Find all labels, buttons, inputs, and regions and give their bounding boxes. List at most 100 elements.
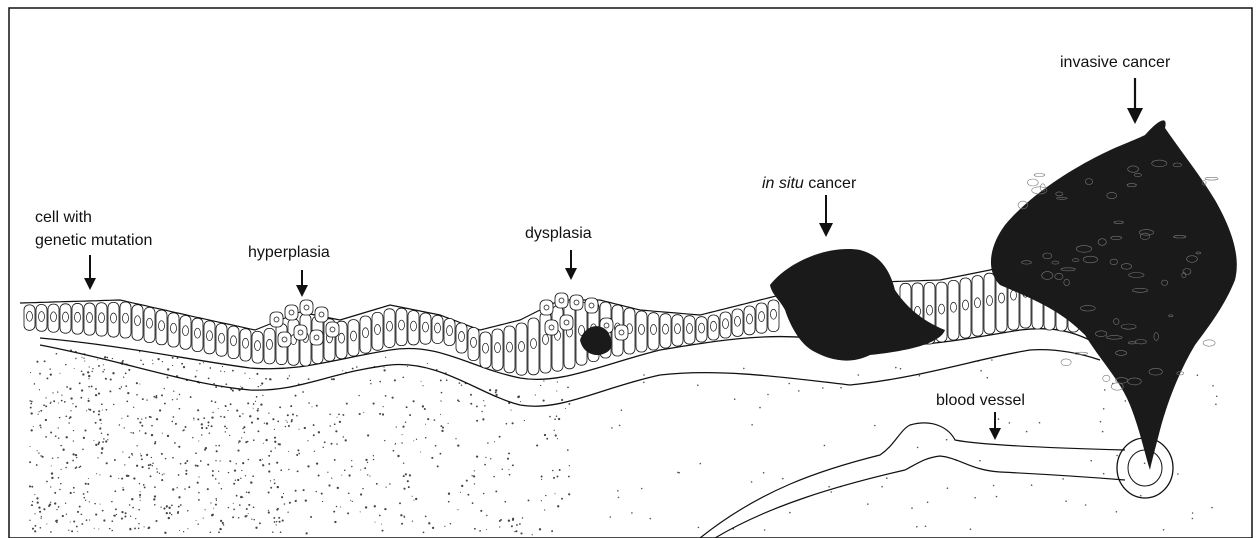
stipple-dot: [204, 509, 205, 510]
stipple-dot: [88, 400, 90, 402]
arrow-hyperplasia: [296, 270, 308, 297]
stipple-dot: [363, 412, 364, 413]
epithelial-cell: [468, 328, 479, 361]
stipple-dot: [62, 449, 64, 451]
epithelial-cell: [264, 328, 275, 363]
stipple-dot: [106, 462, 108, 464]
stipple-dot: [36, 361, 38, 363]
stipple-dot: [240, 386, 241, 387]
stipple-dot: [244, 373, 245, 374]
stipple-dot: [122, 487, 123, 488]
stipple-dot: [541, 500, 542, 501]
stipple-dot: [156, 468, 157, 469]
stipple-dot: [119, 388, 120, 389]
stipple-dot: [373, 403, 375, 405]
stipple-dot: [238, 442, 239, 443]
stipple-dot: [138, 509, 140, 511]
stipple-dot: [39, 511, 41, 513]
stipple-dot: [213, 508, 214, 509]
stipple-dot: [274, 441, 276, 443]
stipple-dot: [95, 388, 97, 390]
stipple-dot: [43, 404, 45, 406]
stipple-dot: [287, 421, 288, 422]
stipple-dot: [50, 374, 52, 376]
stipple-dot: [1212, 385, 1214, 387]
stipple-dot: [179, 446, 180, 447]
stipple-dot: [111, 530, 113, 532]
epithelial-cell: [432, 315, 443, 343]
stipple-dot: [106, 357, 108, 359]
stipple-dot: [285, 426, 286, 427]
stipple-dot: [163, 473, 164, 474]
stipple-dot: [486, 529, 487, 530]
stipple-dot: [172, 457, 174, 459]
stipple-dot: [340, 506, 341, 507]
stipple-dot: [549, 416, 551, 418]
stipple-dot: [37, 414, 38, 415]
stipple-dot: [925, 526, 927, 528]
stipple-dot: [242, 428, 243, 429]
stipple-dot: [195, 452, 197, 454]
stipple-dot: [333, 511, 335, 513]
stipple-dot: [927, 501, 929, 503]
stipple-dot: [240, 496, 242, 498]
stipple-dot: [77, 511, 79, 513]
stipple-dot: [974, 497, 976, 499]
stipple-dot: [621, 409, 623, 411]
stipple-dot: [218, 471, 219, 472]
epithelial-cell: [564, 302, 575, 369]
tumor-texture-mark: [1205, 177, 1218, 180]
stipple-dot: [58, 437, 60, 439]
epithelial-cell: [504, 326, 515, 373]
stipple-dot: [277, 508, 279, 510]
stipple-dot: [185, 470, 187, 472]
stipple-dot: [123, 377, 124, 378]
stipple-dot: [144, 526, 145, 527]
epithelial-cell: [720, 312, 731, 338]
stipple-dot: [321, 493, 323, 495]
stipple-dot: [66, 386, 68, 388]
stipple-dot: [32, 501, 33, 502]
stipple-dot: [263, 443, 264, 444]
stipple-dot: [139, 422, 141, 424]
stipple-dot: [557, 438, 558, 439]
stipple-dot: [277, 486, 279, 488]
stipple-dot: [98, 443, 100, 445]
stipple-dot: [272, 418, 274, 420]
stipple-dot: [341, 475, 342, 476]
stipple-dot: [50, 502, 51, 503]
stipple-dot: [298, 429, 299, 430]
stipple-dot: [76, 457, 77, 458]
stipple-dot: [895, 367, 897, 369]
stipple-dot: [483, 493, 485, 495]
stipple-dot: [101, 403, 103, 405]
stipple-dot: [364, 467, 366, 469]
stipple-dot: [154, 442, 156, 444]
stipple-dot: [402, 434, 403, 435]
stipple-dot: [304, 427, 306, 429]
stipple-dot: [970, 528, 972, 530]
stipple-dot: [1192, 512, 1194, 514]
stipple-dot: [394, 379, 396, 381]
stipple-dot: [154, 504, 156, 506]
stipple-dot: [281, 496, 283, 498]
stipple-dot: [336, 443, 337, 444]
stipple-dot: [276, 462, 278, 464]
stipple-dot: [396, 426, 397, 427]
label-dysplasia: dysplasia: [525, 225, 592, 242]
stipple-dot: [1163, 529, 1165, 531]
stipple-dot: [234, 469, 236, 471]
stipple-dot: [230, 460, 232, 462]
stipple-dot: [220, 520, 222, 522]
stipple-dot: [218, 482, 219, 483]
stipple-dot: [140, 500, 141, 501]
stipple-dot: [1103, 408, 1105, 410]
stipple-dot: [751, 481, 753, 483]
stipple-dot: [171, 505, 173, 507]
stipple-dot: [554, 430, 555, 431]
stipple-dot: [298, 453, 300, 455]
stipple-dot: [520, 401, 521, 402]
stipple-dot: [522, 517, 523, 518]
stipple-dot: [610, 516, 612, 518]
stipple-dot: [283, 493, 284, 494]
